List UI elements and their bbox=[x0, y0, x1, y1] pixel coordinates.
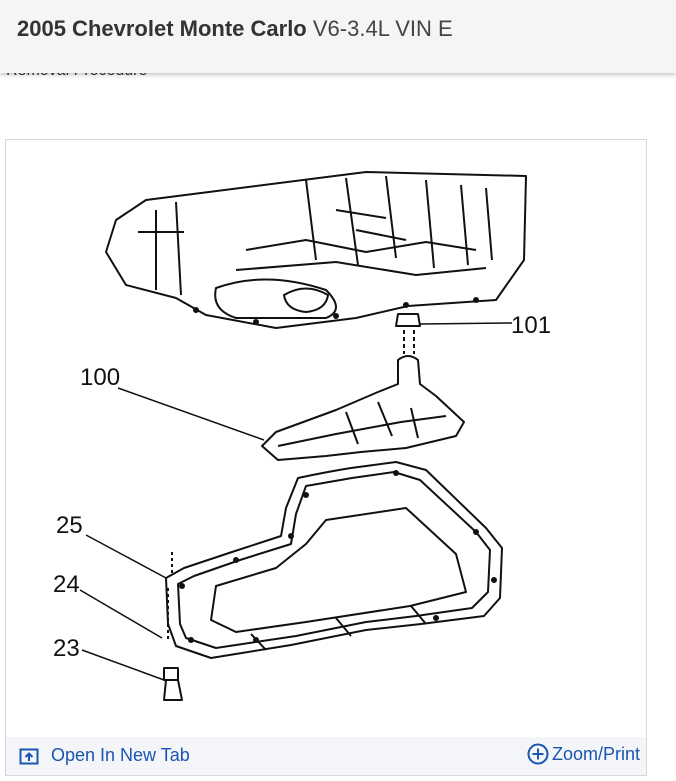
callout-100: 100 bbox=[80, 364, 120, 391]
page-title: 2005 Chevrolet Monte Carlo V6-3.4L VIN E bbox=[17, 16, 453, 42]
open-in-new-tab-icon bbox=[19, 748, 39, 764]
vehicle-name: 2005 Chevrolet Monte Carlo bbox=[17, 16, 307, 41]
zoom-plus-icon bbox=[527, 743, 549, 765]
zoom-print-label: Zoom/Print bbox=[551, 743, 640, 764]
callout-24: 24 bbox=[53, 571, 80, 598]
page-header: 2005 Chevrolet Monte Carlo V6-3.4L VIN E bbox=[0, 0, 676, 73]
diagram-footer: Open In New Tab Zoom/Print bbox=[6, 737, 646, 775]
diagram-card: 101 100 25 24 23 Open In New Tab Zoom/Pr… bbox=[5, 139, 647, 776]
open-in-new-tab-label: Open In New Tab bbox=[51, 745, 190, 765]
callout-25: 25 bbox=[56, 512, 83, 539]
callout-101: 101 bbox=[511, 312, 551, 339]
zoom-print-button[interactable]: Zoom/Print bbox=[527, 743, 640, 765]
open-in-new-tab-link[interactable]: Open In New Tab bbox=[19, 745, 190, 766]
engine-spec: V6-3.4L VIN E bbox=[312, 16, 453, 41]
callout-23: 23 bbox=[53, 635, 80, 662]
transmission-filter-diagram: 101 100 25 24 23 bbox=[53, 171, 551, 701]
